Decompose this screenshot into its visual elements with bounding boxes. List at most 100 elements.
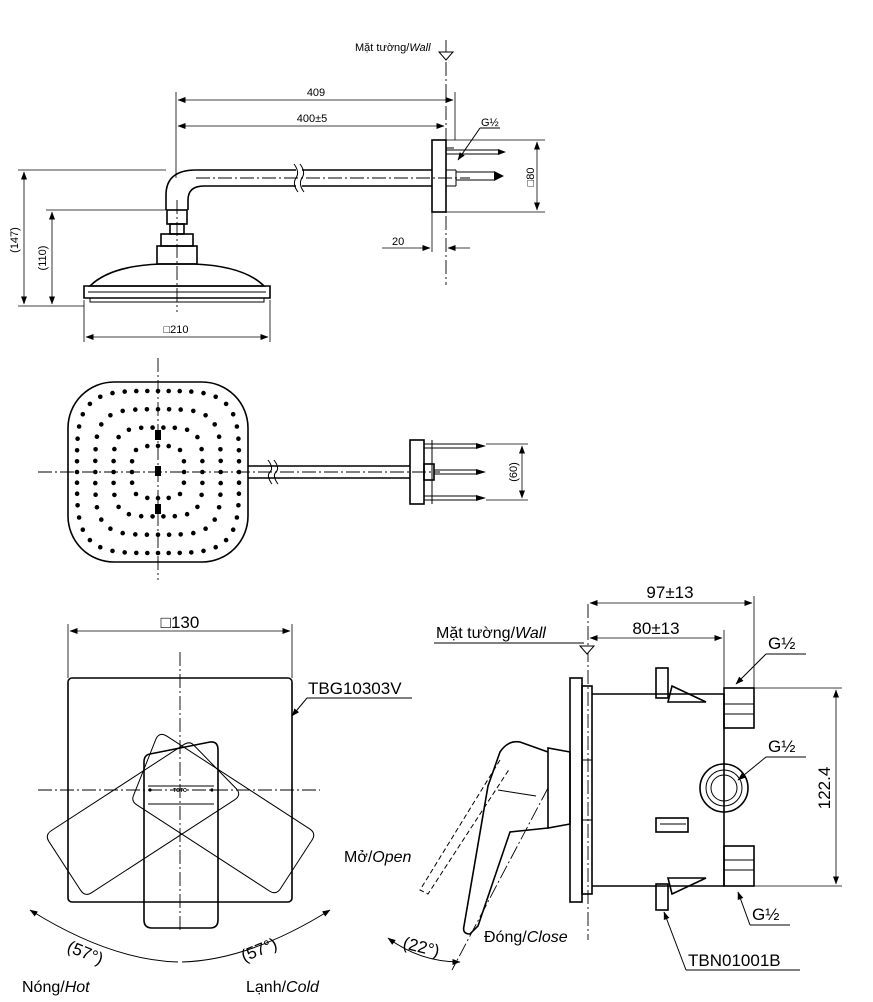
nozzle-hole <box>166 495 171 501</box>
nozzle-hole <box>87 401 93 407</box>
nozzle-hole <box>80 527 86 532</box>
nozzle-hole <box>75 436 80 442</box>
nozzle-hole <box>138 425 144 431</box>
nozzle-hole <box>112 492 117 498</box>
nozzle-hole <box>218 480 223 486</box>
nozzle-hole <box>184 427 190 433</box>
nozzle-hole <box>155 388 161 394</box>
handle-rotated-left <box>46 742 240 895</box>
nozzle-hole <box>155 532 161 537</box>
nozzle-hole <box>133 532 138 537</box>
nozzle-hole <box>213 394 218 400</box>
nozzle-hole <box>133 407 138 412</box>
nozzle-hole <box>189 389 194 394</box>
nozzle-hole <box>177 447 183 453</box>
thread-bottom: G½ <box>752 905 779 924</box>
nozzle-hole <box>199 446 204 452</box>
nozzle-hole <box>155 407 161 412</box>
nozzle-hole <box>145 388 150 394</box>
nozzle-hole <box>98 394 103 400</box>
wall-marker-icon <box>578 645 596 655</box>
lever-hub <box>547 747 571 829</box>
nozzle-hole <box>181 459 187 464</box>
nozzle-hole <box>230 527 236 532</box>
nozzle-hole <box>74 491 80 497</box>
nozzle-hole <box>178 407 183 412</box>
nozzle-hole <box>138 513 144 519</box>
nozzle-hole <box>133 491 139 497</box>
valve-body <box>592 693 725 887</box>
nozzle-hole <box>199 492 204 498</box>
nozzle-hole <box>74 448 80 453</box>
nozzle-hole <box>216 434 222 440</box>
thread-mid: G½ <box>768 737 795 756</box>
nozzle-hole <box>166 550 171 556</box>
nozzle-hole <box>203 413 208 418</box>
nozzle-hole <box>234 424 240 429</box>
nozzle-slot <box>155 504 161 514</box>
nozzle-hole <box>166 407 172 412</box>
nozzle-hole <box>133 447 139 453</box>
hot-label: Nóng/Hot <box>22 979 90 996</box>
nozzle-hole <box>74 469 80 475</box>
nozzle-hole <box>191 408 196 414</box>
thread-top: G½ <box>768 634 795 653</box>
nozzle-slot <box>155 466 161 476</box>
nozzle-strip <box>89 298 265 303</box>
nozzle-hole <box>76 515 82 520</box>
brand-logo: TOTO <box>173 788 187 794</box>
nozzle-hole <box>75 503 80 508</box>
valve-angle: (22°) <box>401 933 442 960</box>
nozzle-hole <box>122 389 127 394</box>
wall-label: Mặt tường/Wall <box>355 42 431 54</box>
nozzle-hole <box>218 458 223 464</box>
cold-label: Lạnh/Cold <box>246 979 320 996</box>
nozzle-hole <box>212 422 217 427</box>
nozzle-hole <box>203 526 208 531</box>
nozzle-hole <box>120 530 125 536</box>
nozzle-hole <box>184 511 190 517</box>
nozzle-hole <box>172 513 178 519</box>
nozzle-hole <box>213 544 218 550</box>
nozzle-hole <box>112 446 117 452</box>
nozzle-hole <box>218 447 223 452</box>
wall-flange <box>431 139 447 213</box>
nozzle-hole <box>98 544 103 550</box>
dim-110: (110) <box>37 246 49 271</box>
nozzle-hole <box>189 550 194 555</box>
nozzle-hole <box>201 390 206 396</box>
dim-122: 122.4 <box>815 767 834 810</box>
wall-marker-icon <box>437 51 455 61</box>
nozzle-hole <box>177 550 182 556</box>
shower-arm-lower <box>187 185 296 210</box>
nozzle-hole <box>236 436 241 442</box>
shower-head-body <box>88 263 266 287</box>
nozzle-hole <box>120 408 125 414</box>
valve-side-model: TBN01001B <box>688 951 781 970</box>
nozzle-hole <box>74 459 80 464</box>
dim-80: □80 <box>525 168 537 187</box>
open-label: Mở/Open <box>344 849 412 866</box>
nozzle-hole <box>178 532 183 537</box>
nozzle-hole <box>134 550 139 556</box>
nozzle-hole <box>110 548 115 554</box>
nozzle-hole <box>87 537 93 543</box>
shower-arm-upper <box>165 169 296 210</box>
nozzle-hole <box>223 401 229 407</box>
nozzle-hole <box>236 491 242 497</box>
nozzle-hole <box>145 550 150 556</box>
nozzle-hole <box>216 505 222 510</box>
dim-400: 400±5 <box>297 113 328 125</box>
nozzle-hole <box>155 495 161 501</box>
nozzle-slot <box>155 430 161 440</box>
nozzle-hole <box>93 447 98 452</box>
nozzle-hole <box>108 526 113 531</box>
dim-80-13: 80±13 <box>632 619 679 638</box>
nozzle-hole <box>111 469 116 475</box>
nozzle-hole <box>200 480 205 486</box>
shower-side-view: Mặt tường/Wall 409 400±5 G½ <box>9 40 545 342</box>
outlet-top <box>723 687 755 729</box>
nozzle-hole <box>126 511 132 517</box>
handle-rotated-right <box>132 733 315 894</box>
